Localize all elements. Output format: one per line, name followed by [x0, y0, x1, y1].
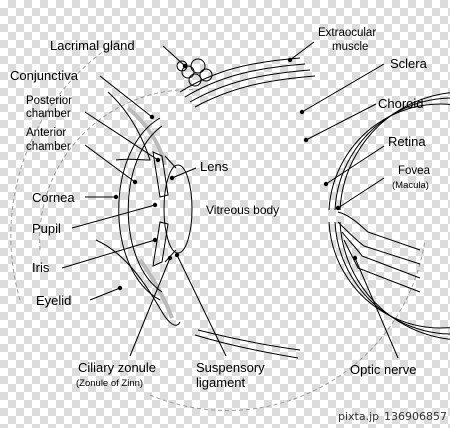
sclera-outline: [340, 92, 450, 340]
lower-eyelid-outline: [96, 240, 180, 325]
label-ciliary-zonule: Ciliary zonule: [78, 360, 156, 375]
label-eyelid: Eyelid: [36, 293, 71, 308]
background-arcs: [11, 40, 425, 410]
extraocular-muscle-lower: [195, 330, 300, 358]
lens-outline: [164, 165, 192, 253]
watermark-id: 136906857: [384, 410, 447, 423]
pointers: [62, 42, 398, 358]
label-optic-nerve: Optic nerve: [350, 362, 416, 377]
eyelid-skin-lower: [140, 260, 172, 318]
label-retina: Retina: [388, 134, 426, 149]
label-sclera: Sclera: [390, 56, 428, 71]
label-lacrimal-gland: Lacrimal gland: [50, 38, 135, 53]
label-zonule-of-zinn: (Zonule of Zinn): [76, 378, 143, 389]
watermark-site: pixta.jp: [338, 410, 379, 423]
label-extraocular-muscle: Extraocular: [318, 27, 376, 39]
label-posterior-chamber-2: chamber: [26, 108, 71, 120]
label-anterior-chamber: Anterior: [26, 127, 66, 139]
label-extraocular-muscle-2: muscle: [332, 41, 368, 53]
label-choroid: Choroid: [378, 96, 424, 111]
optic-nerve: [338, 212, 420, 292]
label-conjunctiva: Conjunctiva: [10, 68, 79, 83]
label-pupil: Pupil: [32, 221, 61, 236]
eyelid-skin-upper: [128, 108, 165, 165]
label-lens: Lens: [200, 159, 229, 174]
label-posterior-chamber: Posterior: [26, 95, 72, 107]
label-iris: Iris: [32, 260, 50, 275]
label-suspensory-ligament: Suspensory: [196, 360, 265, 375]
label-fovea: Fovea: [398, 165, 431, 177]
label-anterior-chamber-2: chamber: [26, 141, 71, 153]
label-macula: (Macula): [392, 180, 429, 191]
label-vitreous-body: Vitreous body: [206, 203, 279, 217]
label-suspensory-ligament-2: ligament: [196, 375, 246, 390]
label-cornea: Cornea: [32, 190, 75, 205]
